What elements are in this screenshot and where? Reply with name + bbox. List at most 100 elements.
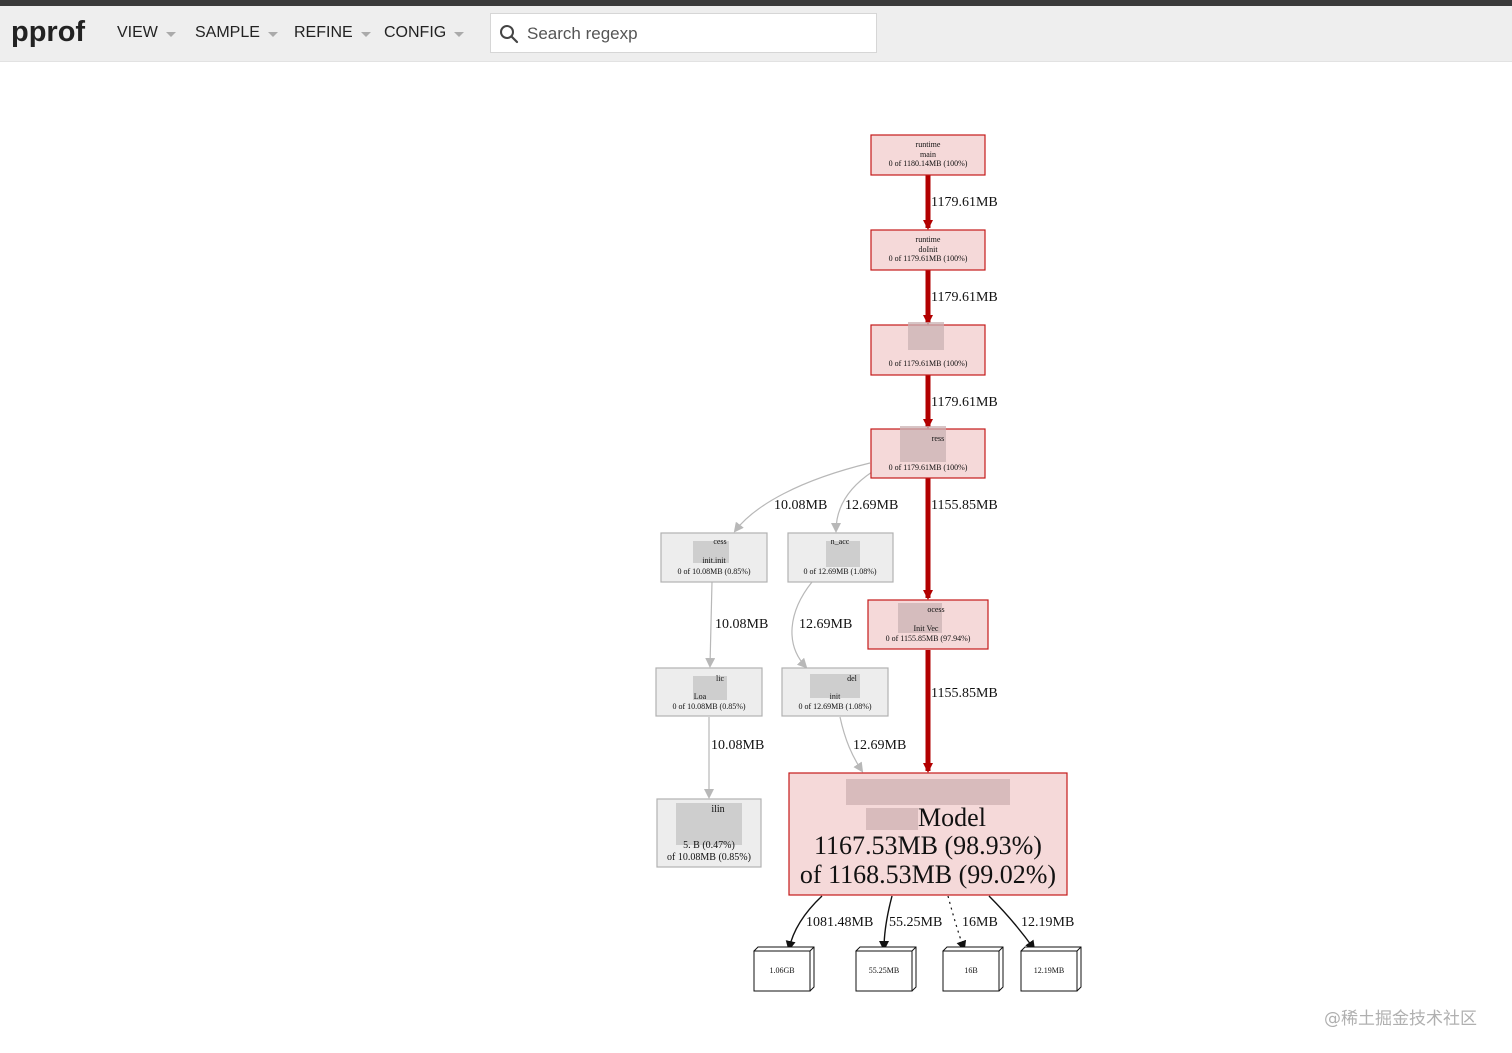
chevron-down-icon [267, 31, 278, 37]
edge-label: 1179.61MB [931, 195, 998, 210]
node-text: 0 of 1180.14MB (100%) [889, 159, 968, 168]
node-blurred-5[interactable]: ocess Init Vec 0 of 1155.85MB (97.94%) [867, 599, 989, 650]
redaction-blur [866, 808, 918, 830]
node-text: ocess [927, 605, 944, 614]
node-left-3[interactable]: ilin 5. B (0.47%) of 10.08MB (0.85%) [656, 798, 762, 868]
output-node-3[interactable]: 16B [942, 946, 1004, 992]
redaction-blur [676, 803, 742, 845]
redaction-blur [810, 674, 860, 698]
edge-label: 1155.85MB [931, 498, 998, 513]
node-mid-1[interactable]: n_acc 0 of 12.69MB (1.08%) [787, 532, 894, 583]
menu-refine[interactable]: REFINE [294, 24, 371, 42]
menu-sample[interactable]: SAMPLE [195, 24, 278, 42]
node-text: 0 of 1179.61MB (100%) [889, 359, 968, 368]
node-text: 0 of 10.08MB (0.85%) [677, 567, 750, 576]
node-text: 0 of 12.69MB (1.08%) [803, 567, 876, 576]
header-bar: pprof VIEW SAMPLE REFINE CONFIG [0, 6, 1512, 62]
edge-label: 55.25MB [889, 915, 942, 930]
node-text: 16B [964, 966, 977, 975]
chevron-down-icon [454, 31, 465, 37]
node-text: Model [918, 803, 986, 832]
node-mid-2[interactable]: del init 0 of 12.69MB (1.08%) [781, 667, 889, 717]
edge-mid1-mid2[interactable] [791, 581, 813, 669]
output-node-2[interactable]: 55.25MB [855, 946, 917, 992]
node-text: 0 of 1179.61MB (100%) [889, 254, 968, 263]
edge-n4-mid1[interactable] [831, 471, 873, 533]
node-runtime-main[interactable]: runtime main 0 of 1180.14MB (100%) [870, 134, 986, 176]
node-text: init [830, 692, 841, 701]
menu-view[interactable]: VIEW [117, 24, 176, 42]
edge-mid2-model[interactable] [839, 716, 864, 773]
redaction-blur [898, 603, 942, 633]
node-text: init.init [702, 556, 726, 565]
watermark: @稀土掘金技术社区 [1324, 1009, 1477, 1029]
search-icon [500, 25, 519, 44]
node-text: doInit [918, 245, 938, 254]
edge-label: 16MB [962, 915, 998, 930]
node-text: n_acc [831, 537, 850, 546]
window-top-strip [0, 0, 1512, 6]
redaction-blur [846, 779, 1010, 805]
graph-nodes: runtime main 0 of 1180.14MB (100%) runti… [655, 134, 1082, 992]
node-text: 0 of 10.08MB (0.85%) [672, 702, 745, 711]
edge-label: 12.19MB [1021, 915, 1074, 930]
menu-config[interactable]: CONFIG [384, 24, 465, 42]
node-text: 12.19MB [1034, 966, 1064, 975]
edge-label: 1179.61MB [931, 395, 998, 410]
node-text: of 1168.53MB (99.02%) [800, 860, 1056, 889]
edge-label: 1179.61MB [931, 290, 998, 305]
node-text: 0 of 1155.85MB (97.94%) [886, 634, 971, 643]
edge-label: 1155.85MB [931, 686, 998, 701]
node-text: 55.25MB [869, 966, 899, 975]
redaction-blur [693, 676, 727, 700]
node-text: ilin [711, 804, 724, 815]
node-text: Loa [694, 692, 707, 701]
chevron-down-icon [360, 31, 371, 37]
edge-label: 10.08MB [774, 498, 827, 513]
node-blurred-4[interactable]: ress 0 of 1179.61MB (100%) [870, 426, 986, 479]
edge-label: 12.69MB [853, 738, 906, 753]
menu-config-label: CONFIG [384, 24, 447, 41]
node-text: lic [716, 674, 724, 683]
node-text: del [847, 674, 858, 683]
node-text: of 10.08MB (0.85%) [667, 852, 751, 863]
node-text: 1.06GB [769, 966, 794, 975]
edge-label: 12.69MB [845, 498, 898, 513]
redaction-blur [908, 322, 944, 350]
graph-edges: 1179.61MB 1179.61MB 1179.61MB 10.08MB 12… [704, 175, 1074, 951]
node-text: runtime [916, 140, 941, 149]
node-text: 0 of 1179.61MB (100%) [889, 463, 968, 472]
redaction-blur [826, 541, 860, 567]
node-text: ress [932, 434, 944, 443]
edge-left1-left2[interactable] [705, 581, 716, 668]
edge-label: 1081.48MB [806, 915, 873, 930]
output-node-1[interactable]: 1.06GB [753, 946, 815, 992]
edge-model-out2[interactable] [879, 895, 893, 951]
redaction-blur [900, 426, 946, 462]
node-left-2[interactable]: lic Loa 0 of 10.08MB (0.85%) [655, 667, 763, 717]
node-text: 1167.53MB (98.93%) [814, 831, 1042, 860]
chevron-down-icon [165, 31, 176, 37]
call-graph: 1179.61MB 1179.61MB 1179.61MB 10.08MB 12… [655, 134, 1082, 992]
node-text: runtime [916, 235, 941, 244]
node-blurred-3[interactable]: 0 of 1179.61MB (100%) [870, 322, 986, 376]
output-node-4[interactable]: 12.19MB [1020, 946, 1082, 992]
redaction-blur [693, 541, 729, 563]
node-text: 0 of 12.69MB (1.08%) [798, 702, 871, 711]
search-input[interactable] [525, 18, 869, 50]
node-text: Init Vec [914, 624, 939, 633]
node-text: main [920, 150, 936, 159]
pprof-logo[interactable]: pprof [11, 16, 86, 48]
edge-label: 12.69MB [799, 617, 852, 632]
node-runtime-doinit[interactable]: runtime doInit 0 of 1179.61MB (100%) [870, 229, 986, 271]
node-text: cess [713, 537, 726, 546]
menu-view-label: VIEW [117, 24, 158, 41]
edge-model-out4[interactable] [988, 895, 1036, 951]
edge-n4-left1[interactable] [733, 462, 871, 533]
edge-model-out1[interactable] [785, 895, 823, 951]
node-text: 5. B (0.47%) [683, 840, 735, 851]
search-box[interactable] [490, 13, 877, 53]
edge-label: 10.08MB [711, 738, 764, 753]
node-model[interactable]: Model 1167.53MB (98.93%) of 1168.53MB (9… [788, 772, 1068, 896]
node-left-1[interactable]: cess init.init 0 of 10.08MB (0.85%) [660, 532, 768, 583]
